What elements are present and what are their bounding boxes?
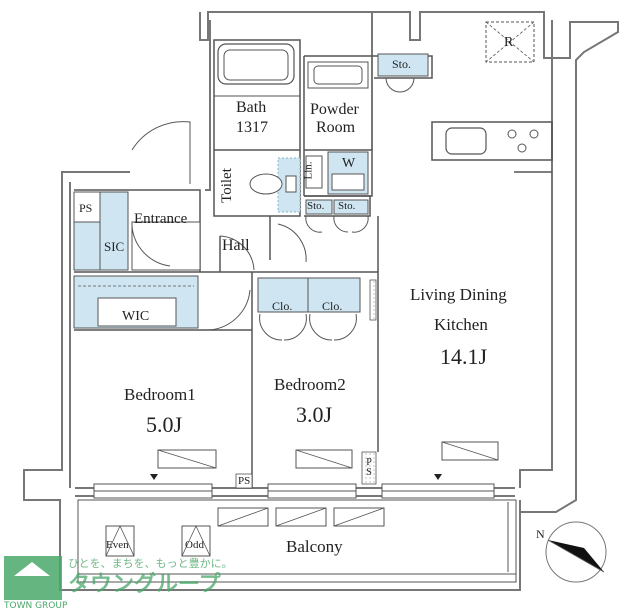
- logo-brand-ja: タウングループ: [68, 572, 221, 597]
- toilet-label: Toilet: [218, 168, 235, 203]
- logo-brand-en: TOWN GROUP: [4, 601, 68, 611]
- roof-hatch-label: R: [504, 35, 514, 50]
- powder-room-label-1: Powder: [310, 101, 359, 118]
- washer-label: W: [342, 156, 356, 171]
- storage-a-label: Sto.: [307, 200, 325, 212]
- walk-in-closet-label: WIC: [122, 309, 150, 324]
- logo-mark-roof-icon: [14, 562, 50, 576]
- linen-label: Lin.: [302, 161, 315, 180]
- even-hatch-label: Even: [106, 539, 129, 551]
- ps-bottom-left-label: PS: [238, 475, 251, 487]
- ps-top-label: PS: [79, 201, 93, 215]
- bedroom2-label: Bedroom2: [274, 375, 346, 394]
- balcony-label: Balcony: [286, 537, 343, 556]
- bedroom1-label: Bedroom1: [124, 385, 196, 404]
- ldk-label-2: Kitchen: [434, 315, 488, 334]
- bath-label: Bath: [236, 99, 267, 116]
- hall-label: Hall: [222, 237, 250, 254]
- bedroom2-size-label: 3.0J: [296, 402, 333, 427]
- storage-top-label: Sto.: [392, 57, 412, 71]
- closet-a-label: Clo.: [272, 299, 293, 313]
- closet-b-label: Clo.: [322, 299, 343, 313]
- company-logo: ひとを、まちを、もっと豊かに。 タウングループ TOWN GROUP: [0, 556, 260, 613]
- ldk-size-label: 14.1J: [440, 344, 488, 369]
- odd-hatch-label: Odd: [185, 539, 204, 551]
- entrance-label: Entrance: [134, 211, 188, 227]
- ldk-label-1: Living Dining: [410, 285, 507, 304]
- powder-room-label-2: Room: [316, 119, 356, 136]
- north-label: N: [536, 527, 545, 541]
- bath-size-label: 1317: [236, 119, 268, 136]
- ps-bottom-mid-label: PS: [366, 457, 372, 478]
- storage-b-label: Sto.: [338, 200, 356, 212]
- logo-tagline: ひとを、まちを、もっと豊かに。: [68, 557, 233, 570]
- bedroom1-size-label: 5.0J: [146, 412, 183, 437]
- shoe-closet-label: SIC: [104, 239, 125, 254]
